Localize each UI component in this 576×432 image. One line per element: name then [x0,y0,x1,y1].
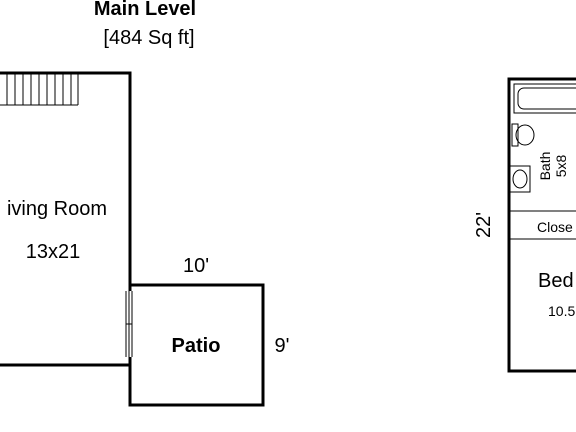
sliding-door [125,291,134,357]
bath-label: Bath [537,152,553,181]
patio: 10' 9' Patio [128,255,290,407]
patio-depth-dimension: 9' [275,335,290,357]
living-room-walls [0,71,132,367]
bedroom-size: 10.5 [548,303,575,319]
sink-icon [509,165,531,193]
living-room-label: iving Room [7,198,107,220]
level-title: Main Level [94,0,196,20]
toilet-icon [511,123,535,147]
level-area: [484 Sq ft] [103,27,194,49]
bathtub-icon [513,83,576,114]
bath-size: 5x8 [553,155,569,178]
patio-label: Patio [172,335,221,357]
right-unit-walls [507,77,576,373]
patio-walls [128,283,265,407]
closet-label: Close [537,219,573,235]
living-room: iving Room 13x21 [0,71,132,367]
patio-width-dimension: 10' [183,255,209,277]
living-room-size: 13x21 [26,241,81,263]
bedroom-label: Bed [538,270,574,292]
stairs [0,73,79,106]
right-unit-height-dimension: 22' [473,212,495,238]
right-unit: Bath 5x8 Close Bed 10.5 [507,77,576,373]
